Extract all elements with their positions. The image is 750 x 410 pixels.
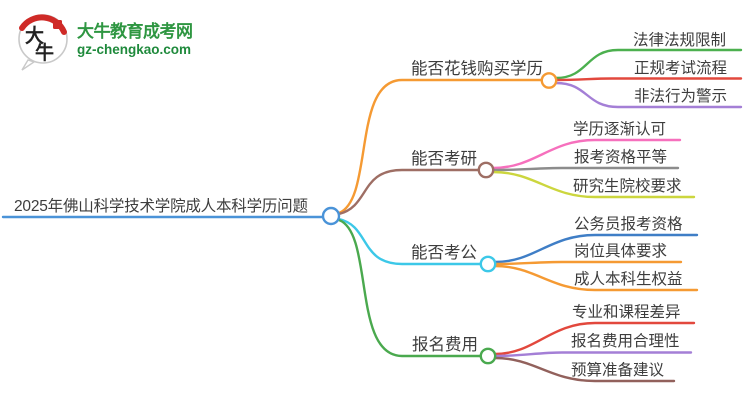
branch-label-4[interactable]: 报名费用 bbox=[412, 336, 478, 354]
leaf-line-4-2 bbox=[494, 351, 693, 358]
branch-label-3[interactable]: 能否考公 bbox=[411, 244, 477, 262]
leaf-label-1-3[interactable]: 非法行为警示 bbox=[634, 88, 728, 105]
logo-badge-char-1: 大 bbox=[25, 24, 44, 47]
leaf-line-1-1 bbox=[554, 48, 743, 80]
logo-title: 大牛教育成考网 bbox=[77, 21, 193, 41]
site-logo: 大牛教育成考网 gz-chengkao.com bbox=[12, 10, 193, 68]
leaf-line-3-2 bbox=[494, 260, 683, 266]
root-node-circle[interactable] bbox=[321, 206, 341, 226]
logo-badge bbox=[12, 10, 70, 68]
branch-line-3 bbox=[337, 217, 483, 266]
branch-line-1 bbox=[337, 78, 544, 215]
leaf-label-4-3[interactable]: 预算准备建议 bbox=[571, 362, 665, 379]
branch-line-2 bbox=[337, 168, 481, 216]
leaf-line-2-3 bbox=[491, 170, 696, 199]
branch-label-2[interactable]: 能否考研 bbox=[411, 150, 477, 168]
branch-node-circle-2[interactable] bbox=[477, 161, 495, 179]
leaf-label-4-2[interactable]: 报名费用合理性 bbox=[571, 333, 680, 350]
leaf-line-1-3 bbox=[554, 81, 743, 109]
branch-node-circle-3[interactable] bbox=[479, 255, 497, 273]
leaf-label-2-1[interactable]: 学历逐渐认可 bbox=[573, 121, 667, 138]
leaf-label-2-2[interactable]: 报考资格平等 bbox=[574, 149, 668, 166]
leaf-line-4-3 bbox=[493, 356, 676, 383]
branch-node-circle-4[interactable] bbox=[479, 347, 497, 365]
leaf-label-1-2[interactable]: 正规考试流程 bbox=[634, 60, 728, 77]
branch-line-4 bbox=[337, 218, 483, 358]
logo-badge-char-2: 牛 bbox=[35, 41, 54, 64]
leaf-line-2-2 bbox=[492, 166, 680, 172]
leaf-label-3-2[interactable]: 岗位具体要求 bbox=[574, 243, 668, 260]
root-node-label[interactable]: 2025年佛山科学技术学院成人本科学历问题 bbox=[14, 198, 308, 215]
leaf-label-1-1[interactable]: 法律法规限制 bbox=[633, 32, 727, 49]
leaf-label-3-1[interactable]: 公务员报考资格 bbox=[574, 216, 683, 233]
leaf-line-2-1 bbox=[491, 138, 682, 170]
logo-domain: gz-chengkao.com bbox=[77, 41, 192, 57]
branch-label-1[interactable]: 能否花钱购买学历 bbox=[411, 60, 543, 78]
leaf-label-3-3[interactable]: 成人本科生权益 bbox=[574, 271, 683, 288]
leaf-line-4-1 bbox=[493, 321, 696, 356]
leaf-label-4-1[interactable]: 专业和课程差异 bbox=[572, 304, 681, 321]
leaf-label-2-3[interactable]: 研究生院校要求 bbox=[573, 178, 682, 195]
leaf-line-3-3 bbox=[493, 264, 699, 292]
leaf-line-1-2 bbox=[555, 77, 743, 82]
leaf-line-3-1 bbox=[493, 233, 699, 264]
logo-badge-art bbox=[18, 14, 68, 71]
branch-node-circle-1[interactable] bbox=[540, 72, 558, 89]
